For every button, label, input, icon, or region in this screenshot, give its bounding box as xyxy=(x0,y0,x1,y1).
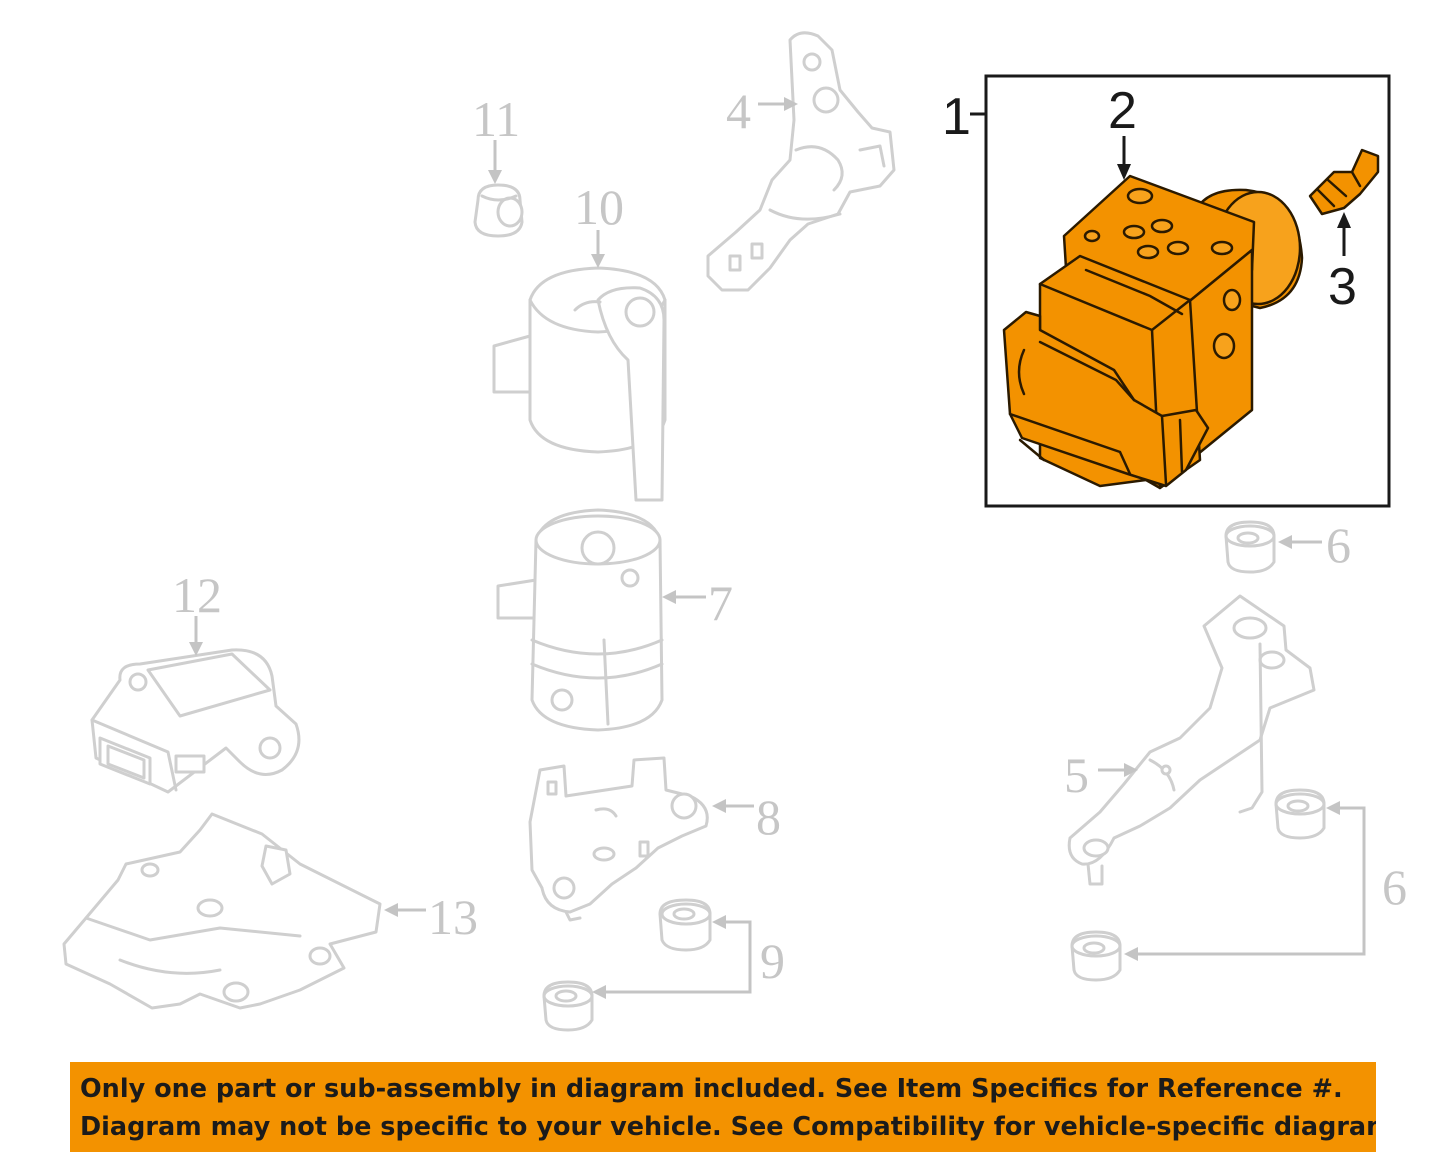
callout-1: 1 xyxy=(942,88,971,146)
arrow-2 xyxy=(1117,164,1131,180)
disclaimer-banner: Only one part or sub-assembly in diagram… xyxy=(70,1062,1376,1152)
callout-10: 10 xyxy=(574,179,624,235)
callout-6-top: 6 xyxy=(1326,517,1351,573)
arrow-6-top xyxy=(1278,535,1292,549)
arrow-9-lower xyxy=(592,985,606,999)
part-3-sensor-switch xyxy=(1308,148,1380,216)
part-5-bracket xyxy=(1067,594,1316,886)
part-11-grommet xyxy=(473,183,524,238)
highlight-frame xyxy=(984,74,1391,508)
callout-2: 2 xyxy=(1108,82,1137,140)
arrow-7 xyxy=(662,590,676,604)
part-1-abs-module xyxy=(1002,174,1304,490)
disclaimer-line-1: Only one part or sub-assembly in diagram… xyxy=(80,1074,1343,1104)
part-10-pump-motor xyxy=(492,266,667,502)
callout-6-bottom: 6 xyxy=(1382,859,1407,915)
arrow-13 xyxy=(384,903,398,917)
part-13-base-bracket xyxy=(62,812,382,1010)
disclaimer-line-2: Diagram may not be specific to your vehi… xyxy=(80,1112,1376,1142)
callout-11: 11 xyxy=(472,91,520,147)
part-6-grommet-top xyxy=(1224,520,1276,574)
arrow-11 xyxy=(488,170,502,184)
callout-9: 9 xyxy=(760,933,785,989)
part-8-mount-bracket xyxy=(528,756,709,922)
callout-13: 13 xyxy=(428,889,478,945)
arrow-6-mid xyxy=(1326,801,1340,815)
part-7-motor xyxy=(496,508,664,732)
callout-7: 7 xyxy=(708,575,733,631)
part-4-bracket xyxy=(706,31,896,292)
arrow-3 xyxy=(1337,212,1351,228)
callout-4: 4 xyxy=(726,83,751,139)
arrow-4 xyxy=(784,97,798,111)
arrow-6-low xyxy=(1124,947,1138,961)
arrow-12 xyxy=(189,642,203,656)
arrow-5 xyxy=(1124,763,1138,777)
part-6-grommet-mid xyxy=(1274,788,1326,840)
callout-5: 5 xyxy=(1064,747,1089,803)
leader-6-bottom xyxy=(1136,806,1366,956)
arrow-10 xyxy=(591,254,605,268)
leader-9 xyxy=(604,920,752,994)
callout-12: 12 xyxy=(172,567,222,623)
part-12-sensor xyxy=(90,648,301,794)
part-9-grommet-upper xyxy=(658,898,712,952)
part-9-grommet-lower xyxy=(542,980,594,1032)
arrow-9-upper xyxy=(712,915,726,929)
callout-3: 3 xyxy=(1328,258,1357,316)
arrow-8 xyxy=(712,799,726,813)
callout-8: 8 xyxy=(756,789,781,845)
part-6-grommet-low xyxy=(1070,930,1122,982)
